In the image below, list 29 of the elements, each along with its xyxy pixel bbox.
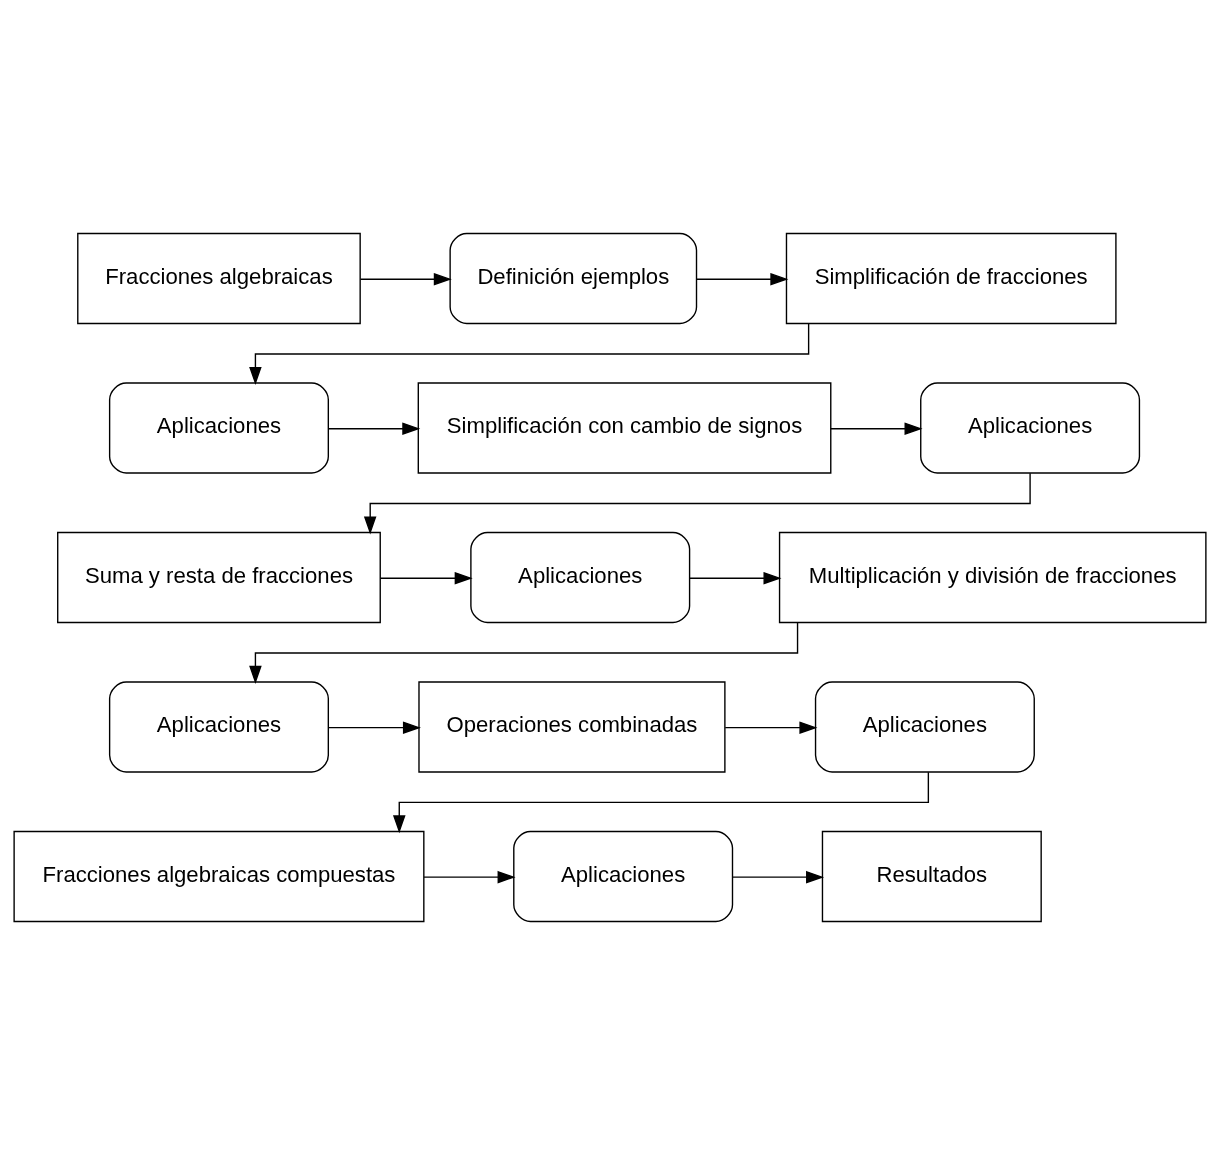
node-box: Fracciones algebraicas compuestas: [13, 830, 425, 923]
node-box: Fracciones algebraicas: [77, 232, 361, 325]
arrow: [379, 571, 473, 585]
node-box: Simplificación de fracciones: [785, 232, 1117, 325]
arrow: [423, 870, 516, 884]
node-box: Resultados: [821, 830, 1042, 923]
node-box: Aplicaciones: [513, 830, 734, 923]
arrow: [732, 870, 825, 884]
arrow: [363, 472, 1031, 535]
node-box: Aplicaciones: [108, 382, 329, 474]
node-box: Suma y resta de fracciones: [57, 531, 381, 624]
arrow: [249, 323, 810, 385]
node-box: Multiplicación y división de fracciones: [778, 531, 1207, 624]
node-box: Aplicaciones: [920, 382, 1141, 474]
arrow: [830, 422, 923, 435]
node-box: Aplicaciones: [470, 531, 691, 624]
arrow: [249, 622, 799, 684]
node-box: Aplicaciones: [108, 681, 329, 773]
arrow: [689, 571, 782, 585]
arrow: [695, 272, 789, 286]
arrow: [328, 422, 421, 435]
arrow: [724, 721, 818, 734]
node-box: Simplificación con cambio de signos: [417, 382, 832, 474]
arrow: [392, 771, 930, 834]
node-box: Aplicaciones: [814, 681, 1035, 773]
node-box: Definición ejemplos: [449, 232, 698, 325]
arrow: [359, 272, 452, 286]
arrow: [328, 721, 421, 734]
node-box: Operaciones combinadas: [418, 681, 726, 773]
